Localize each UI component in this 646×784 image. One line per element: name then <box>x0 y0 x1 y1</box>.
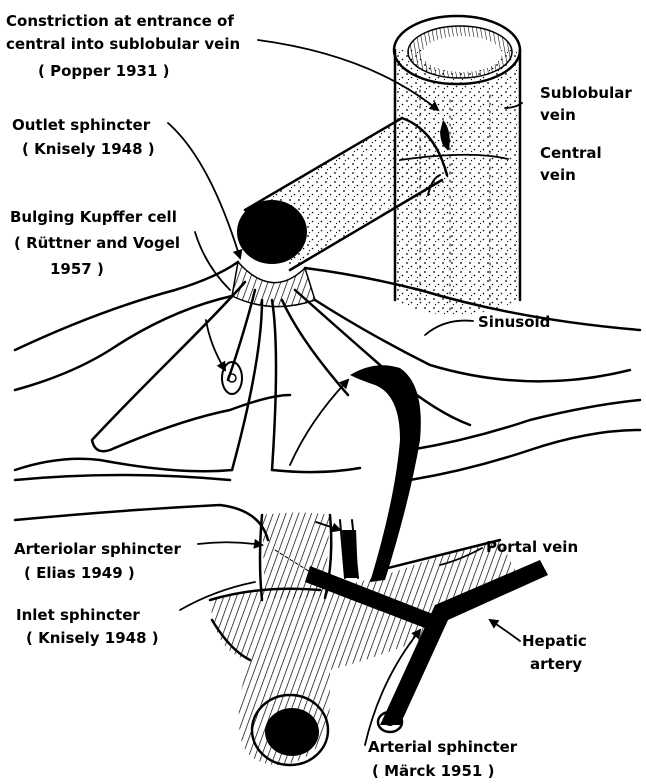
label-hepatic-2: artery <box>530 655 582 673</box>
label-outlet-1: Outlet sphincter <box>12 116 151 134</box>
label-inlet-2: ( Knisely 1948 ) <box>26 629 159 647</box>
label-arteriolar-2: ( Elias 1949 ) <box>24 564 135 582</box>
label-central-2: vein <box>540 166 576 184</box>
label-outlet-2: ( Knisely 1948 ) <box>22 140 155 158</box>
label-hepatic-1: Hepatic <box>522 632 587 650</box>
leader-kupffer-cell <box>206 320 225 370</box>
label-arterial-2: ( Märck 1951 ) <box>372 762 494 780</box>
label-kupffer-1: Bulging Kupffer cell <box>10 208 177 226</box>
label-arterial-1: Arterial sphincter <box>368 738 518 756</box>
leader-hepatic <box>490 620 520 641</box>
leader-sinusoid <box>425 321 473 335</box>
label-sinusoid: Sinusoid <box>478 313 550 331</box>
label-constriction-1: Constriction at entrance of <box>6 12 234 30</box>
leader-sinusoid-arrow <box>290 380 348 465</box>
label-central-1: Central <box>540 144 602 162</box>
label-sublobular-2: vein <box>540 106 576 124</box>
label-constriction-2: central into sublobular vein <box>6 35 240 53</box>
label-kupffer-2: ( Rüttner and Vogel <box>14 234 180 252</box>
label-inlet-1: Inlet sphincter <box>16 606 140 624</box>
label-kupffer-3: 1957 ) <box>50 260 104 278</box>
label-sublobular-1: Sublobular <box>540 84 632 102</box>
sinusoid-network <box>15 262 640 540</box>
portal-vein <box>210 513 520 766</box>
leader-arteriolar <box>198 542 262 545</box>
label-constriction-3: ( Popper 1931 ) <box>38 62 169 80</box>
label-arteriolar-1: Arteriolar sphincter <box>14 540 181 558</box>
label-portal: Portal vein <box>486 538 578 556</box>
